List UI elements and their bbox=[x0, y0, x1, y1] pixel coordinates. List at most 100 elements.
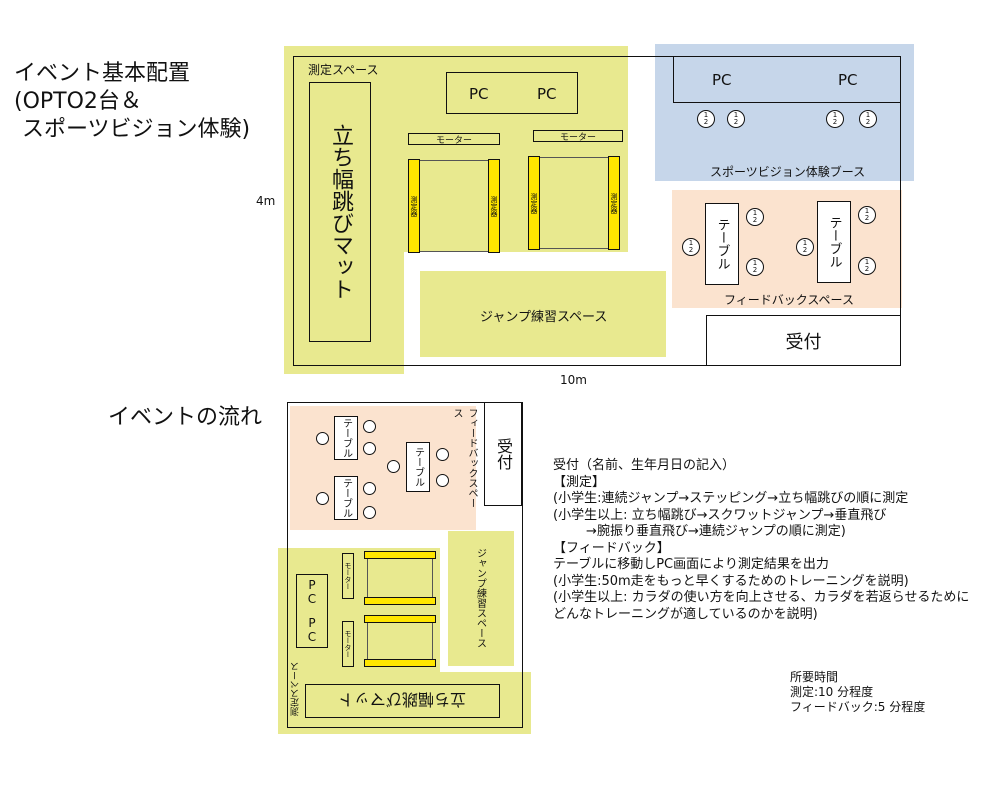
seat-circle: 1 2 bbox=[746, 208, 764, 226]
layout-title-line3: スポーツビジョン体験) bbox=[22, 117, 251, 142]
time-line: 測定:10 分程度 bbox=[790, 685, 874, 699]
flow-sensor-bar bbox=[364, 659, 436, 667]
flow-pc-station: PC PC bbox=[296, 574, 328, 648]
sensor-bar-label: 測定器 bbox=[490, 195, 498, 217]
feedback-table: テーブル bbox=[817, 201, 851, 283]
sensor-bar: 測定器 bbox=[528, 156, 540, 250]
seat-circle: 1 2 bbox=[796, 238, 814, 256]
monitor-right: モーター bbox=[533, 130, 623, 143]
measure-space-label: 測定スペース bbox=[308, 63, 379, 77]
flow-reception-desk: 受付 bbox=[484, 402, 522, 506]
sensor-bar: 測定器 bbox=[488, 159, 500, 253]
info-line: →腕振り垂直飛び→連続ジャンプの順に測定) bbox=[553, 524, 846, 539]
flow-sensor-bar bbox=[364, 597, 436, 605]
pc-label: PC bbox=[838, 71, 858, 89]
flow-measure-zone-bottom bbox=[278, 672, 531, 734]
standing-jump-mat: 立ち幅跳びマット bbox=[309, 82, 371, 342]
flow-feedback-table: テーブル bbox=[334, 476, 358, 520]
measure-area-right bbox=[533, 157, 619, 249]
flow-monitor: モーター bbox=[342, 621, 354, 667]
table-label: テーブル bbox=[340, 478, 352, 518]
reception-label: 受付 bbox=[494, 438, 513, 470]
monitor-label: モーター bbox=[344, 630, 352, 658]
feedback-space-label: フィードバックスペース bbox=[724, 293, 854, 307]
seat-circle bbox=[316, 432, 329, 445]
table-label: テーブル bbox=[412, 447, 424, 487]
seat-circle bbox=[363, 482, 376, 495]
reception-label: 受付 bbox=[785, 331, 822, 353]
flow-description: 受付（名前、生年月日の記入） 【測定】 (小学生:連続ジャンプ→ステッピング→立… bbox=[553, 458, 969, 623]
seat-circle: 1 2 bbox=[697, 110, 715, 128]
seat-circle bbox=[316, 492, 329, 505]
feedback-table: テーブル bbox=[705, 203, 739, 285]
flow-title: イベントの流れ bbox=[108, 405, 263, 430]
info-line: (小学生:50m走をもっと早くするためのトレーニングを説明) bbox=[553, 573, 909, 589]
flow-sensor-bar bbox=[364, 615, 436, 623]
seat-circle bbox=[363, 420, 376, 433]
measure-zone-top bbox=[284, 46, 628, 252]
pc-label: PC bbox=[305, 616, 319, 644]
sensor-bar-label: 測定器 bbox=[610, 192, 618, 214]
flow-measure-space-label: 測定スペース bbox=[288, 654, 302, 724]
time-required: 所要時間 測定:10 分程度 フィードバック:5 分程度 bbox=[790, 670, 925, 715]
width-dimension: 10m bbox=[560, 373, 587, 387]
measure-zone-left bbox=[284, 252, 404, 374]
sports-vision-booth-label: スポーツビジョン体験ブース bbox=[710, 165, 866, 179]
measure-space-text: 測定スペース bbox=[290, 662, 301, 716]
monitor-label: モーター bbox=[344, 562, 352, 590]
seat-circle: 1 2 bbox=[682, 238, 700, 256]
pc-label: PC bbox=[305, 578, 319, 606]
seat-circle bbox=[436, 474, 449, 487]
info-line: テーブルに移動しPC画面により測定結果を出力 bbox=[553, 557, 829, 572]
flow-measure-area bbox=[367, 555, 433, 601]
table-label: テーブル bbox=[340, 418, 352, 458]
flow-room-outline bbox=[287, 402, 523, 728]
jump-practice-text: ジャンプ練習スペース bbox=[474, 548, 486, 648]
time-line: フィードバック:5 分程度 bbox=[790, 700, 926, 714]
jump-practice-zone bbox=[420, 271, 666, 357]
info-line: (小学生以上: カラダの使い方を向上させる、カラダを若返らせるために bbox=[553, 590, 970, 605]
jump-practice-label: ジャンプ練習スペース bbox=[480, 310, 608, 325]
info-line: (小学生:連続ジャンプ→ステッピング→立ち幅跳びの順に測定 bbox=[553, 491, 909, 506]
flow-measure-zone-top bbox=[278, 548, 440, 672]
sensor-bar: 測定器 bbox=[408, 159, 420, 253]
pc-label: PC bbox=[469, 85, 489, 103]
flow-measure-area bbox=[367, 620, 433, 664]
table-label: テーブル bbox=[714, 218, 730, 270]
seat-circle: 1 2 bbox=[859, 110, 877, 128]
seat-circle bbox=[436, 448, 449, 461]
seat-circle: 1 2 bbox=[858, 206, 876, 224]
sports-vision-pc-desk: PC PC bbox=[673, 56, 901, 103]
layout-title-line1: イベント基本配置 bbox=[14, 61, 191, 86]
info-line: 【フィードバック】 bbox=[553, 540, 670, 556]
layout-title-line2: (OPTO2台＆ bbox=[14, 89, 142, 114]
room-outline bbox=[293, 56, 901, 366]
flow-feedback-zone bbox=[290, 406, 476, 530]
flow-feedback-table: テーブル bbox=[406, 442, 430, 492]
time-line: 所要時間 bbox=[790, 670, 839, 684]
pc-station: PC PC bbox=[446, 72, 578, 114]
info-line: (小学生以上: 立ち幅跳び→スクワットジャンプ→垂直飛び bbox=[553, 507, 887, 523]
info-line: 【測定】 bbox=[553, 474, 606, 490]
seat-circle: 1 2 bbox=[826, 110, 844, 128]
standing-jump-mat-text: 立ち幅跳びマット bbox=[338, 690, 467, 709]
flow-feedback-table: テーブル bbox=[334, 416, 358, 460]
seat-circle: 1 2 bbox=[746, 258, 764, 276]
monitor-label: モーター bbox=[435, 135, 472, 146]
pc-label: PC bbox=[712, 71, 732, 89]
flow-sensor-bar bbox=[364, 551, 436, 559]
sensor-bar-label: 測定器 bbox=[410, 195, 418, 217]
flow-monitor: モーター bbox=[342, 553, 354, 599]
feedback-space-text: フィードバックスペース bbox=[451, 408, 477, 508]
flow-standing-jump-mat: 立ち幅跳びマット bbox=[305, 684, 500, 718]
seat-circle bbox=[363, 442, 376, 455]
info-line: どんなトレーニングが適しているのかを説明) bbox=[553, 606, 818, 622]
reception-desk: 受付 bbox=[706, 315, 901, 366]
monitor-label: モーター bbox=[559, 132, 596, 143]
pc-label: PC bbox=[537, 85, 557, 103]
seat-circle bbox=[387, 460, 400, 473]
seat-circle: 1 2 bbox=[727, 110, 745, 128]
height-dimension: 4m bbox=[256, 194, 276, 208]
table-label: テーブル bbox=[826, 216, 842, 268]
standing-jump-mat-label: 立ち幅跳びマット bbox=[328, 124, 353, 300]
